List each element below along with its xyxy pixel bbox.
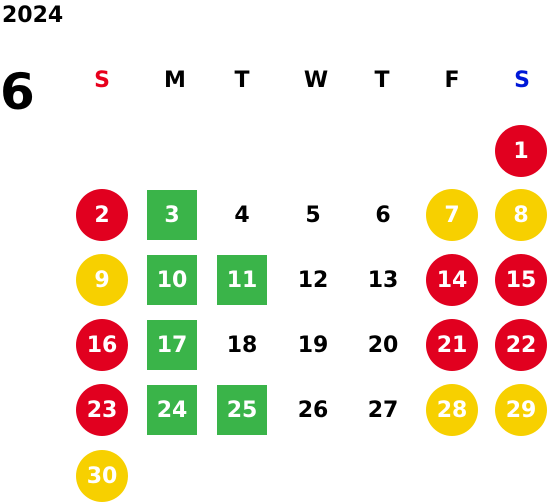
day-26: 26 — [297, 397, 329, 423]
day-16: 16 — [76, 319, 128, 371]
weekday-thu: T — [374, 68, 390, 93]
day-2: 2 — [76, 189, 128, 241]
day-14: 14 — [426, 254, 478, 306]
year-label: 2024 — [2, 3, 64, 28]
day-27: 27 — [367, 397, 399, 423]
day-18: 18 — [226, 332, 258, 358]
day-3: 3 — [147, 190, 197, 240]
day-4: 4 — [234, 202, 250, 228]
month-label: 6 — [0, 63, 35, 121]
day-1: 1 — [495, 125, 547, 177]
day-9: 9 — [76, 254, 128, 306]
day-15: 15 — [495, 254, 547, 306]
day-10: 10 — [147, 255, 197, 305]
weekday-tue: T — [234, 68, 250, 93]
day-11: 11 — [217, 255, 267, 305]
day-17: 17 — [147, 320, 197, 370]
day-19: 19 — [297, 332, 329, 358]
day-23: 23 — [76, 384, 128, 436]
day-24: 24 — [147, 385, 197, 435]
day-7: 7 — [426, 189, 478, 241]
day-13: 13 — [367, 267, 399, 293]
day-22: 22 — [495, 319, 547, 371]
day-21: 21 — [426, 319, 478, 371]
day-5: 5 — [305, 202, 321, 228]
day-28: 28 — [426, 384, 478, 436]
weekday-fri: F — [444, 68, 460, 93]
day-12: 12 — [297, 267, 329, 293]
day-6: 6 — [375, 202, 391, 228]
day-29: 29 — [495, 384, 547, 436]
weekday-wed: W — [303, 68, 329, 93]
weekday-sun: S — [94, 68, 110, 93]
weekday-mon: M — [164, 68, 186, 93]
weekday-sat: S — [514, 68, 530, 93]
day-8: 8 — [495, 189, 547, 241]
day-30: 30 — [76, 450, 128, 502]
day-25: 25 — [217, 385, 267, 435]
day-20: 20 — [367, 332, 399, 358]
